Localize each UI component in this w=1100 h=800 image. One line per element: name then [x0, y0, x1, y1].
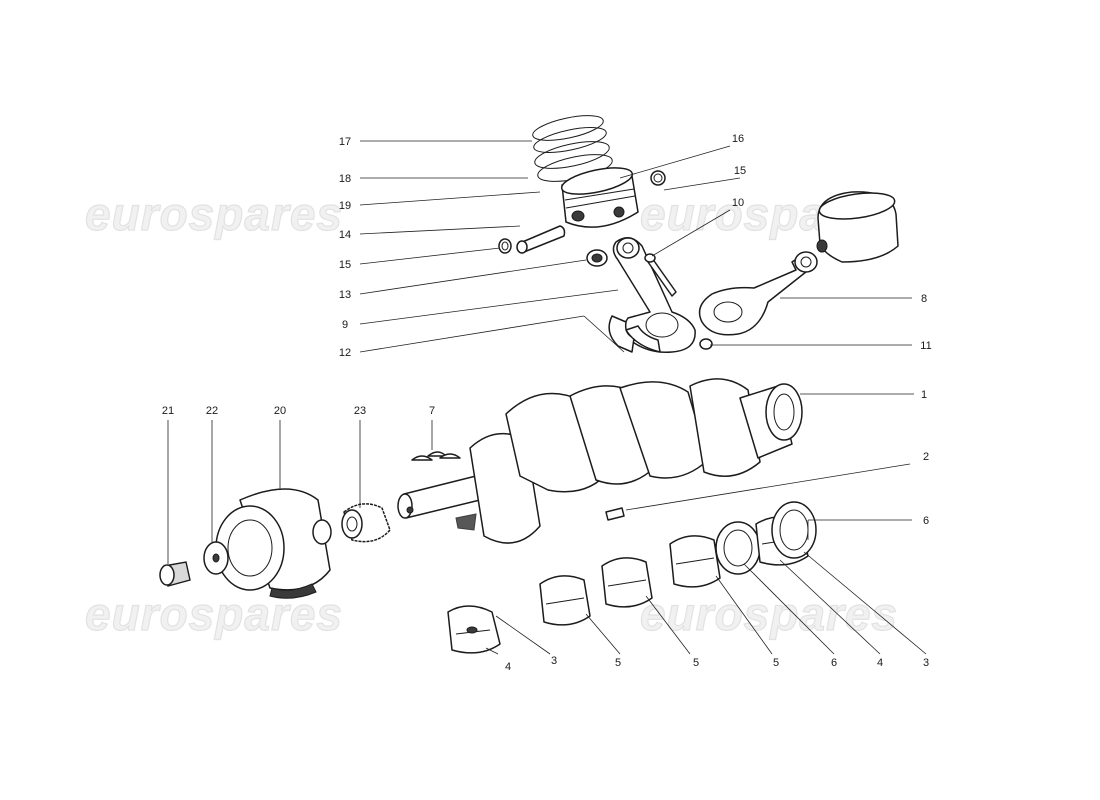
thrust-washer-rear-2[interactable] — [771, 501, 817, 559]
rod-bolt[interactable] — [644, 253, 677, 297]
callout-12: 12 — [339, 347, 351, 359]
callout-3-rear: 3 — [923, 657, 929, 669]
callout-22: 22 — [206, 405, 218, 417]
watermark-bottom-right: eurospares — [640, 588, 898, 640]
small-end-bush[interactable] — [586, 249, 608, 267]
callout-6-bottom: 6 — [831, 657, 837, 669]
callout-5-a: 5 — [615, 657, 621, 669]
callout-18: 18 — [339, 173, 351, 185]
main-bearing-shell-3[interactable] — [601, 557, 653, 608]
crankshaft-pulley[interactable] — [215, 488, 332, 599]
callout-labels: 17 18 19 14 15 13 9 12 16 15 10 8 11 1 2… — [162, 133, 932, 673]
callout-3-front: 3 — [551, 655, 557, 667]
crankshaft-dowel-pin[interactable] — [605, 507, 625, 521]
watermark-top-left: eurospares — [85, 188, 343, 240]
rod-bearing-shells-left[interactable] — [608, 315, 661, 353]
thrust-washer-rear-1[interactable] — [715, 521, 761, 575]
callout-11: 11 — [920, 340, 931, 352]
crankshaft[interactable] — [397, 378, 803, 544]
connecting-rod-left[interactable] — [612, 237, 696, 353]
main-bearing-shell-4[interactable] — [669, 535, 721, 588]
piston-left[interactable] — [559, 163, 639, 228]
piston-rings[interactable] — [531, 111, 615, 187]
callout-6-right: 6 — [923, 515, 929, 527]
callout-5-b: 5 — [693, 657, 699, 669]
pulley-bolt[interactable] — [159, 561, 191, 587]
piston-right-with-rod[interactable] — [698, 189, 899, 336]
callout-4-front: 4 — [505, 661, 511, 673]
timing-gear[interactable] — [341, 503, 391, 543]
circlip-right[interactable] — [650, 170, 666, 186]
main-bearing-shell-2[interactable] — [539, 575, 591, 626]
callout-4-rear: 4 — [877, 657, 883, 669]
main-bearing-shell-front[interactable] — [447, 605, 501, 654]
watermark-bottom-left: eurospares — [85, 588, 343, 640]
callout-7: 7 — [429, 405, 435, 417]
woodruff-keys[interactable] — [411, 451, 461, 461]
pulley-washer[interactable] — [203, 541, 229, 575]
callout-5-c: 5 — [773, 657, 779, 669]
callout-9: 9 — [342, 319, 348, 331]
callout-1: 1 — [921, 389, 927, 401]
callout-21: 21 — [162, 405, 174, 417]
callout-15-right: 15 — [734, 165, 746, 177]
piston-pin[interactable] — [516, 225, 566, 254]
callout-17: 17 — [339, 136, 351, 148]
callout-8: 8 — [921, 293, 927, 305]
callout-20: 20 — [274, 405, 286, 417]
callout-10: 10 — [732, 197, 744, 209]
callout-13: 13 — [339, 289, 351, 301]
callout-19: 19 — [339, 200, 351, 212]
rod-nut[interactable] — [699, 338, 713, 350]
callout-16: 16 — [732, 133, 744, 145]
callout-2: 2 — [923, 451, 929, 463]
circlip-left[interactable] — [498, 238, 512, 254]
callout-23: 23 — [354, 405, 366, 417]
leader-lines — [167, 140, 927, 655]
callout-15-left: 15 — [339, 259, 351, 271]
callout-14: 14 — [339, 229, 351, 241]
